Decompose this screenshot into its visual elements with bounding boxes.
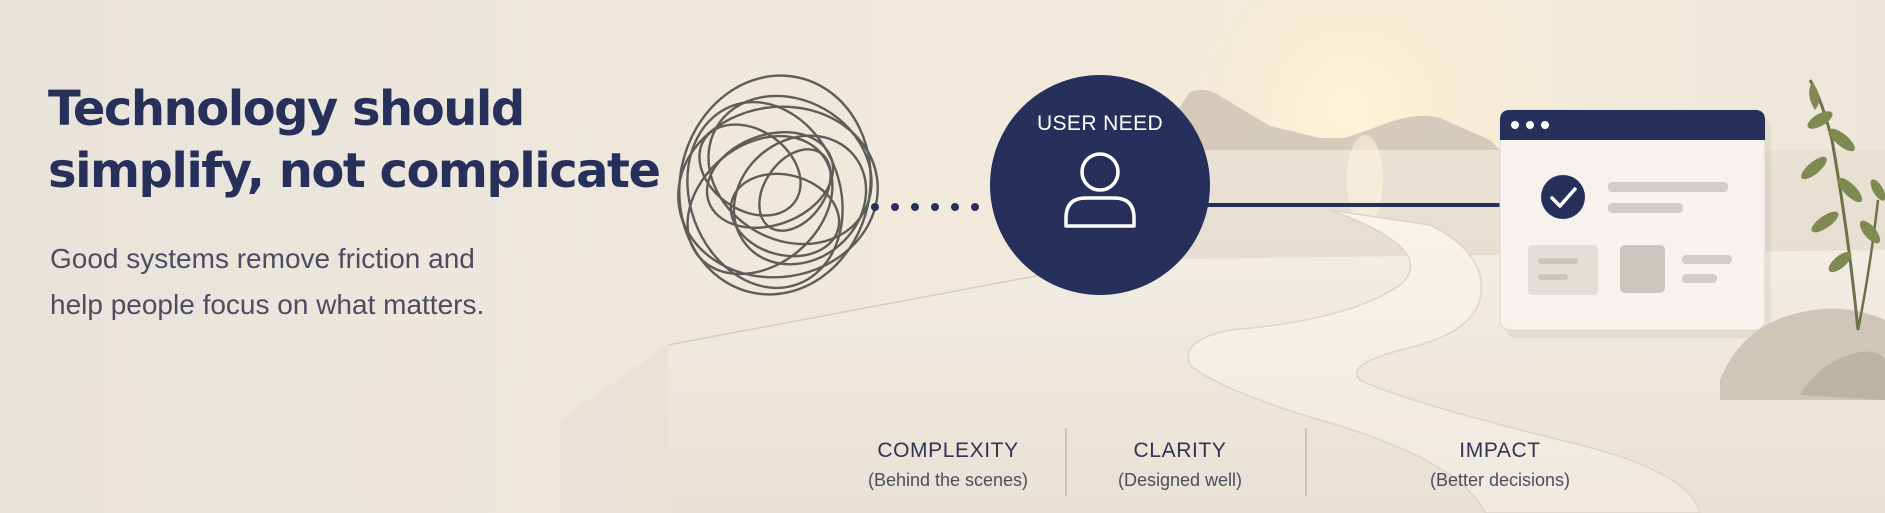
tangled-lines-icon xyxy=(677,74,879,296)
page-subtitle: Good systems remove friction and help pe… xyxy=(50,243,485,320)
rocks xyxy=(1720,308,1885,400)
stage-title: IMPACT xyxy=(1459,439,1541,462)
stage-impact: IMPACT (Better decisions) xyxy=(1400,438,1600,496)
user-icon xyxy=(1064,152,1136,228)
stage-clarity: CLARITY (Designed well) xyxy=(1090,438,1270,496)
plant-icon xyxy=(1801,79,1885,331)
page-headline: Technology should simplify, not complica… xyxy=(48,81,661,199)
stage-subtitle: (Behind the scenes) xyxy=(867,470,1029,490)
connector-dots xyxy=(871,203,979,211)
hub-label: USER NEED xyxy=(1036,112,1164,135)
app-window-illustration xyxy=(1499,109,1771,338)
checkmark-icon xyxy=(1541,175,1585,219)
stage-complexity: COMPLEXITY (Behind the scenes) xyxy=(838,438,1058,496)
stage-title: COMPLEXITY xyxy=(877,439,1019,462)
hills xyxy=(1150,89,1500,150)
stage-subtitle: (Designed well) xyxy=(1117,470,1243,490)
stage-subtitle: (Better decisions) xyxy=(1429,470,1571,490)
stage-divider xyxy=(1305,428,1307,496)
stage-title: CLARITY xyxy=(1133,439,1227,462)
user-need-hub xyxy=(990,75,1210,295)
stage-divider xyxy=(1065,428,1067,496)
